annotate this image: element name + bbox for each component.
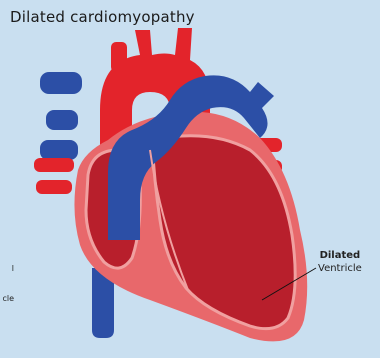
pulmonary-veins-left <box>40 72 82 160</box>
aorta-branch-1 <box>111 42 127 72</box>
dilated-ventricle-label: Dilated Ventricle <box>318 249 362 275</box>
